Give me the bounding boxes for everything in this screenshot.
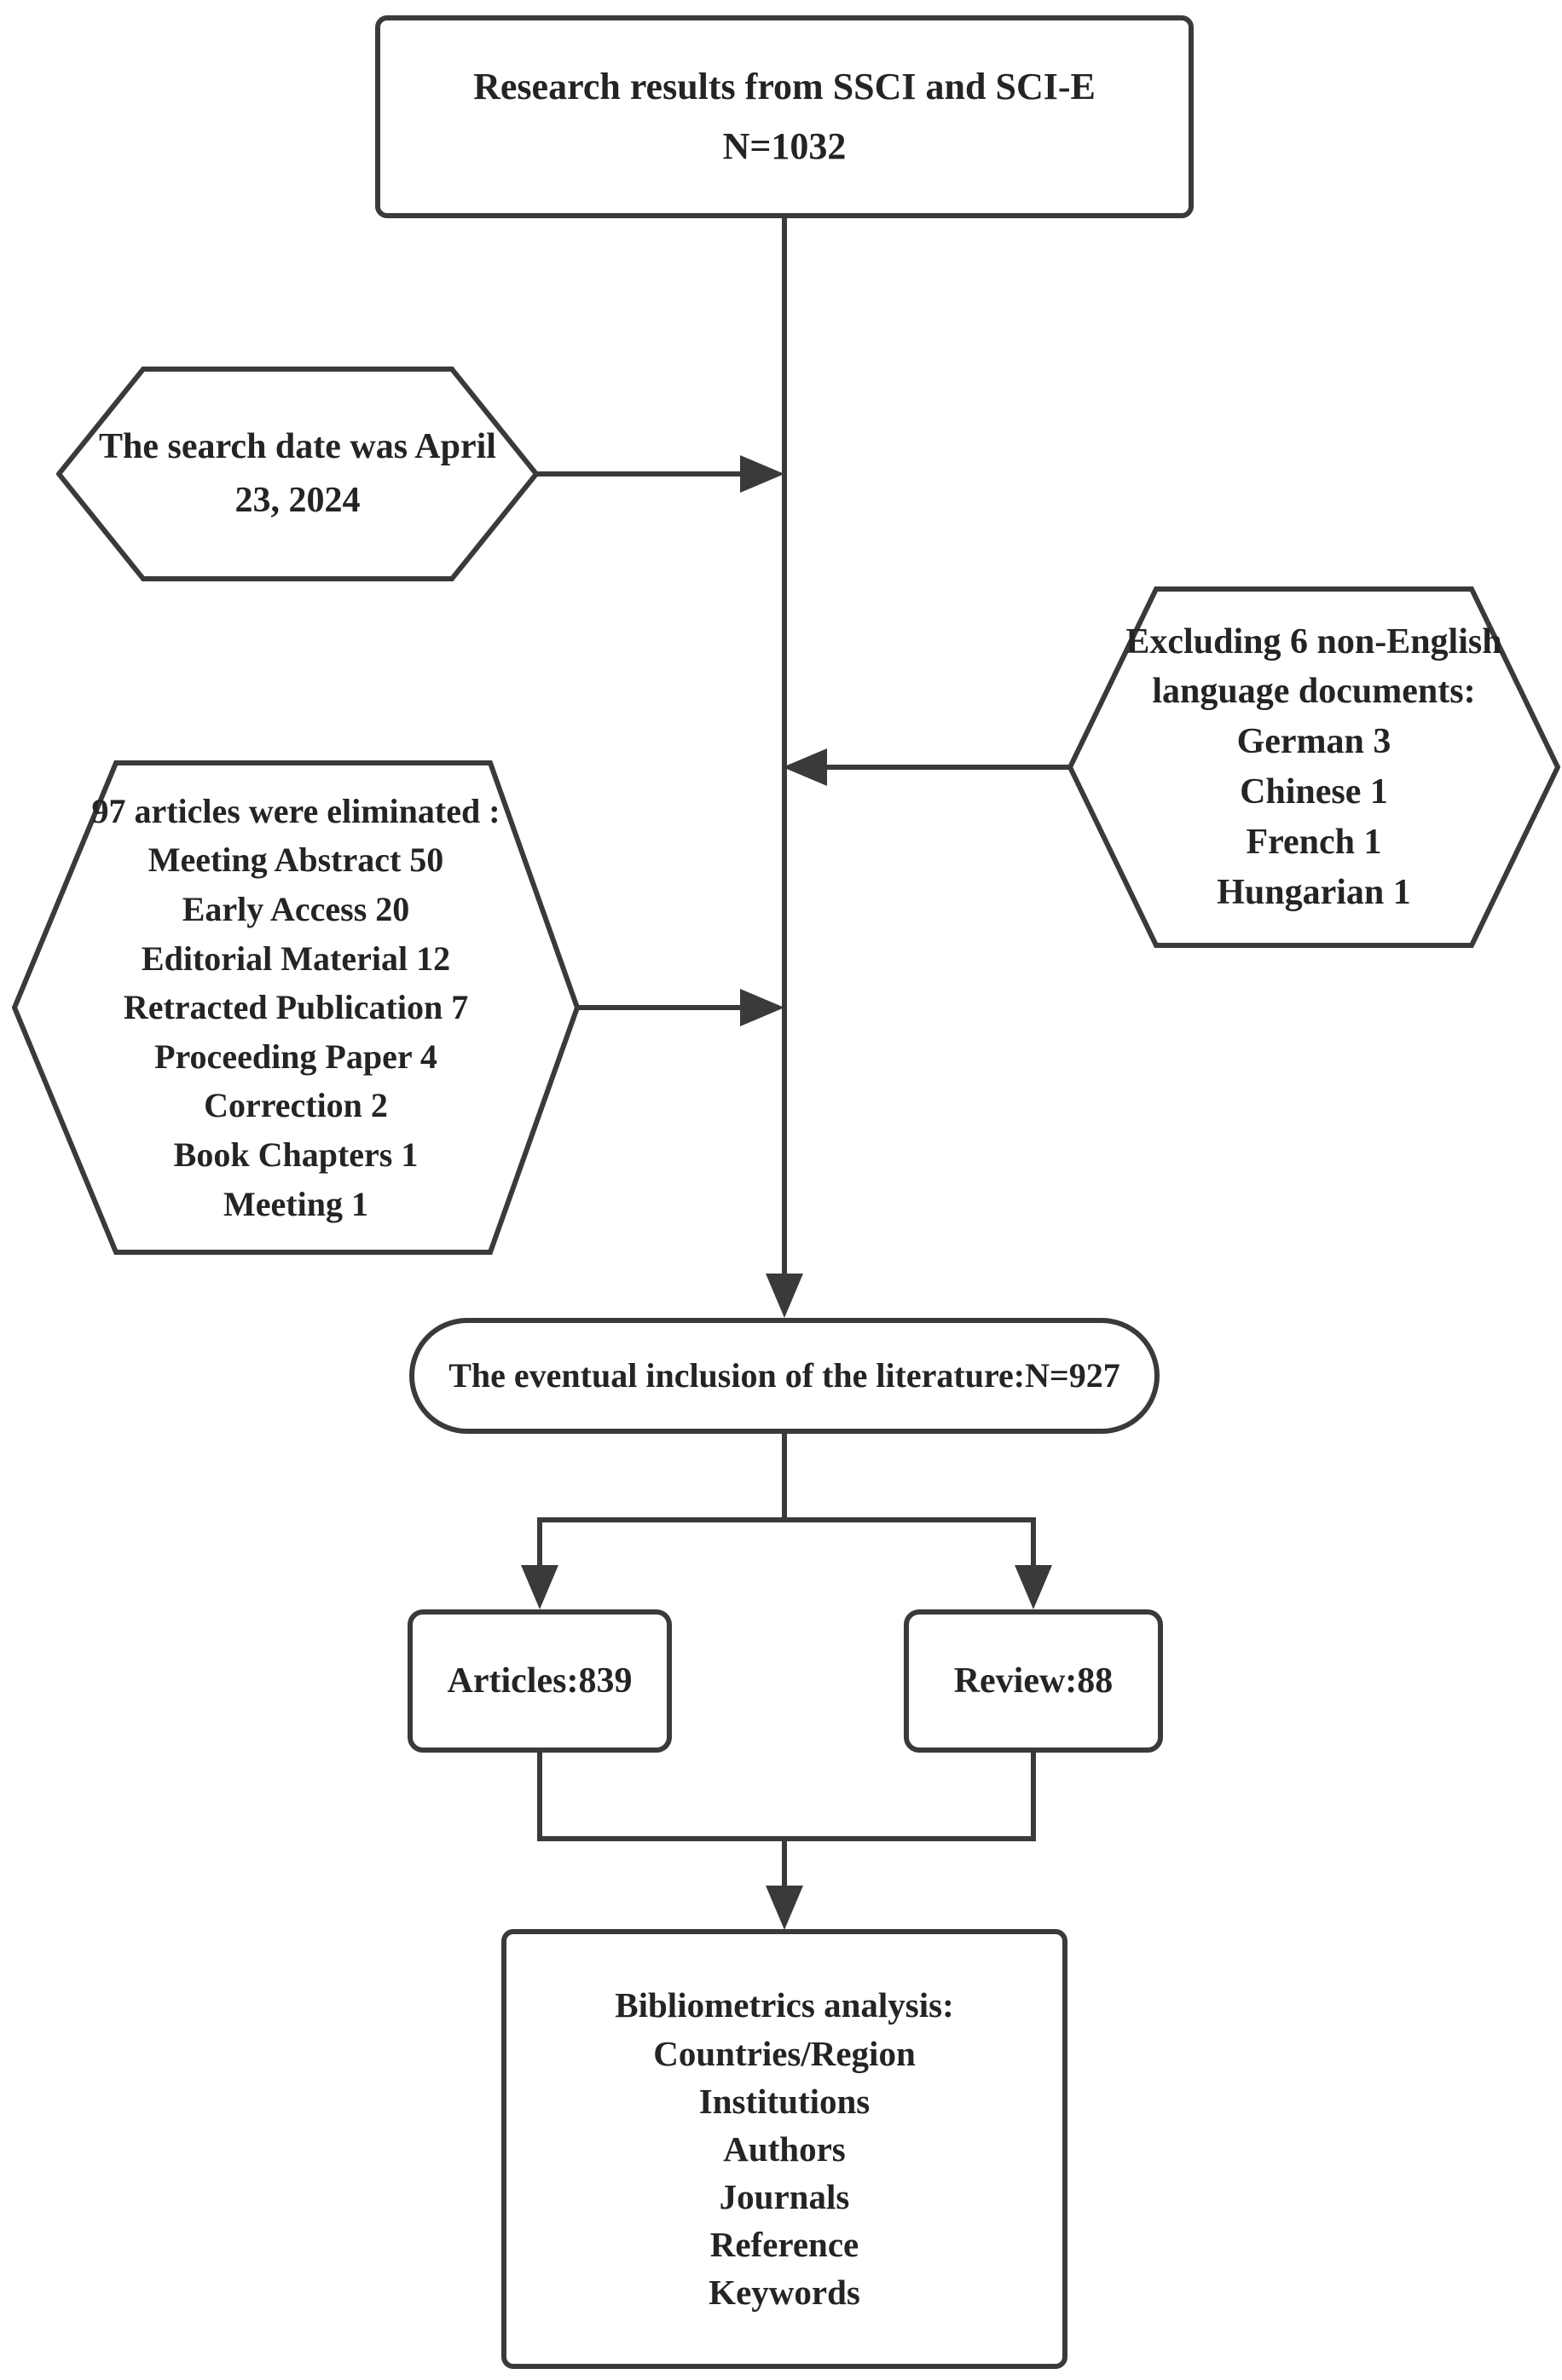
connector-search-date (537, 471, 743, 477)
arrowhead-right-search-date (740, 455, 784, 493)
eliminated-line: Meeting Abstract 50 (148, 841, 444, 880)
connector-review-down (1031, 1753, 1036, 1841)
hexagon-shape (1067, 586, 1560, 948)
arrowhead-down-into-review (1015, 1565, 1052, 1609)
arrowhead-left-excluded-language (783, 748, 827, 786)
eliminated-line: Correction 2 (204, 1086, 388, 1125)
eliminated-line: Proceeding Paper 4 (154, 1037, 437, 1076)
excluded-language-line: Hungarian 1 (1217, 872, 1411, 912)
eliminated-line: Early Access 20 (182, 890, 410, 929)
connector-merge-to-analysis (782, 1836, 787, 1889)
connector-eliminated (576, 1005, 742, 1010)
eliminated-line: Book Chapters 1 (173, 1135, 419, 1174)
inclusion-line: The eventual inclusion of the literature… (448, 1356, 1120, 1395)
connector-excluded-language (825, 765, 1069, 770)
hexagon-shape (12, 760, 580, 1255)
review-line: Review:88 (953, 1661, 1114, 1701)
excluded-language-text: Excluding 6 non-English language documen… (1067, 586, 1560, 948)
excluded-language-line: French 1 (1246, 822, 1382, 862)
node-analysis-box: Bibliometrics analysis: Countries/Region… (501, 1929, 1067, 2369)
eliminated-text: 97 articles were eliminated : Meeting Ab… (12, 760, 580, 1255)
analysis-line: Journals (719, 2177, 850, 2217)
node-excluded-language-hexagon: Excluding 6 non-English language documen… (1067, 586, 1560, 948)
node-eliminated-hexagon: 97 articles were eliminated : Meeting Ab… (12, 760, 580, 1255)
node-articles-box: Articles:839 (408, 1609, 672, 1753)
arrowhead-right-eliminated (740, 989, 784, 1026)
eliminated-line: Meeting 1 (223, 1184, 368, 1223)
connector-split-right (1031, 1517, 1036, 1568)
excluded-language-line: language documents: (1152, 672, 1476, 712)
node-inclusion-stadium: The eventual inclusion of the literature… (409, 1318, 1160, 1434)
hexagon-shape (56, 367, 539, 581)
arrowhead-down-into-stadium (766, 1274, 803, 1318)
connector-articles-down (537, 1753, 542, 1841)
node-search-date-hexagon: The search date was April 23, 2024 (56, 367, 539, 581)
excluded-language-line: Chinese 1 (1240, 772, 1388, 812)
arrowhead-down-into-analysis (766, 1886, 803, 1930)
analysis-line: Authors (723, 2129, 846, 2169)
node-research-results: Research results from SSCI and SCI-E N=1… (375, 15, 1194, 218)
analysis-line: Countries/Region (653, 2033, 916, 2073)
arrowhead-down-into-articles (521, 1565, 558, 1609)
analysis-line: Keywords (709, 2273, 860, 2313)
connector-main-vertical (782, 215, 787, 1279)
eliminated-line: 97 articles were eliminated : (91, 791, 500, 830)
node-review-box: Review:88 (904, 1609, 1163, 1753)
search-date-text: The search date was April 23, 2024 (56, 367, 539, 581)
search-date-line: The search date was April (99, 427, 496, 466)
search-date-line: 23, 2024 (234, 481, 361, 520)
connector-split-horizontal (537, 1517, 1036, 1522)
analysis-line: Reference (709, 2225, 859, 2265)
excluded-language-line: Excluding 6 non-English (1125, 621, 1502, 661)
research-results-line: Research results from SSCI and SCI-E (473, 66, 1096, 108)
excluded-language-line: German 3 (1236, 722, 1391, 762)
connector-stadium-to-split (782, 1434, 787, 1521)
eliminated-line: Retracted Publication 7 (123, 988, 469, 1027)
connector-split-left (537, 1517, 542, 1568)
analysis-line: Bibliometrics analysis: (615, 1985, 954, 2025)
research-results-count: N=1032 (722, 125, 847, 167)
articles-line: Articles:839 (447, 1661, 633, 1701)
analysis-line: Institutions (698, 2081, 871, 2121)
eliminated-line: Editorial Material 12 (141, 939, 451, 978)
